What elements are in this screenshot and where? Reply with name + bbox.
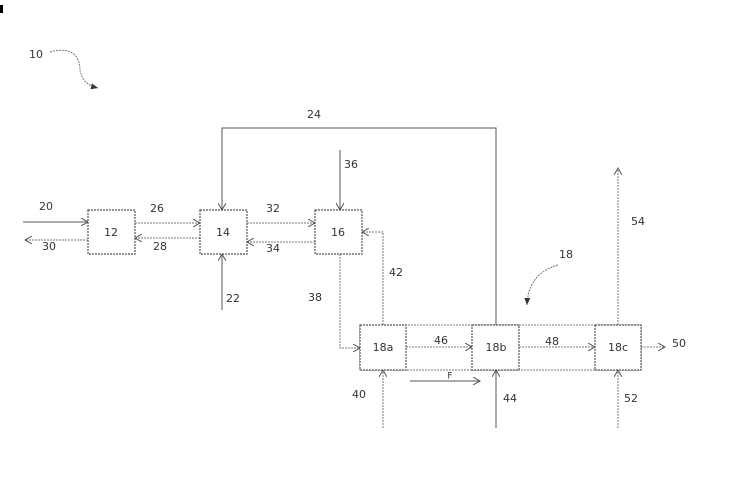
label-38: 38 bbox=[308, 291, 322, 304]
unit-14: 14 bbox=[199, 209, 248, 255]
unit-18b-label: 18b bbox=[486, 341, 507, 354]
label-28: 28 bbox=[153, 240, 167, 253]
label-48: 48 bbox=[545, 335, 559, 348]
system-ref-arrow bbox=[524, 264, 559, 306]
unit-12-label: 12 bbox=[104, 226, 118, 239]
unit-18c: 18c bbox=[594, 324, 642, 371]
label-42: 42 bbox=[389, 266, 403, 279]
unit-14-label: 14 bbox=[216, 226, 230, 239]
corner-mark bbox=[0, 5, 3, 13]
unit-18a: 18a bbox=[359, 324, 407, 371]
label-40: 40 bbox=[352, 388, 366, 401]
label-30: 30 bbox=[42, 240, 56, 253]
label-26: 26 bbox=[150, 202, 164, 215]
label-36: 36 bbox=[344, 158, 358, 171]
label-50: 50 bbox=[672, 337, 686, 350]
unit-12: 12 bbox=[87, 209, 136, 255]
label-54: 54 bbox=[631, 215, 645, 228]
flow-direction-label: F bbox=[447, 372, 452, 382]
figure-ref-arrow bbox=[49, 49, 99, 90]
figure-ref-label: 10 bbox=[29, 48, 43, 61]
label-20: 20 bbox=[39, 200, 53, 213]
label-44: 44 bbox=[503, 392, 517, 405]
unit-18b: 18b bbox=[471, 324, 520, 371]
unit-18c-label: 18c bbox=[608, 341, 628, 354]
system-ref-label: 18 bbox=[559, 248, 573, 261]
label-24: 24 bbox=[307, 108, 321, 121]
label-46: 46 bbox=[434, 334, 448, 347]
unit-16: 16 bbox=[314, 209, 363, 255]
unit-18a-label: 18a bbox=[373, 341, 394, 354]
label-34: 34 bbox=[266, 242, 280, 255]
stream-24 bbox=[222, 127, 497, 325]
stream-42 bbox=[362, 232, 384, 325]
stream-38 bbox=[339, 254, 360, 348]
label-22: 22 bbox=[226, 292, 240, 305]
label-32: 32 bbox=[266, 202, 280, 215]
label-52: 52 bbox=[624, 392, 638, 405]
unit-16-label: 16 bbox=[331, 226, 345, 239]
